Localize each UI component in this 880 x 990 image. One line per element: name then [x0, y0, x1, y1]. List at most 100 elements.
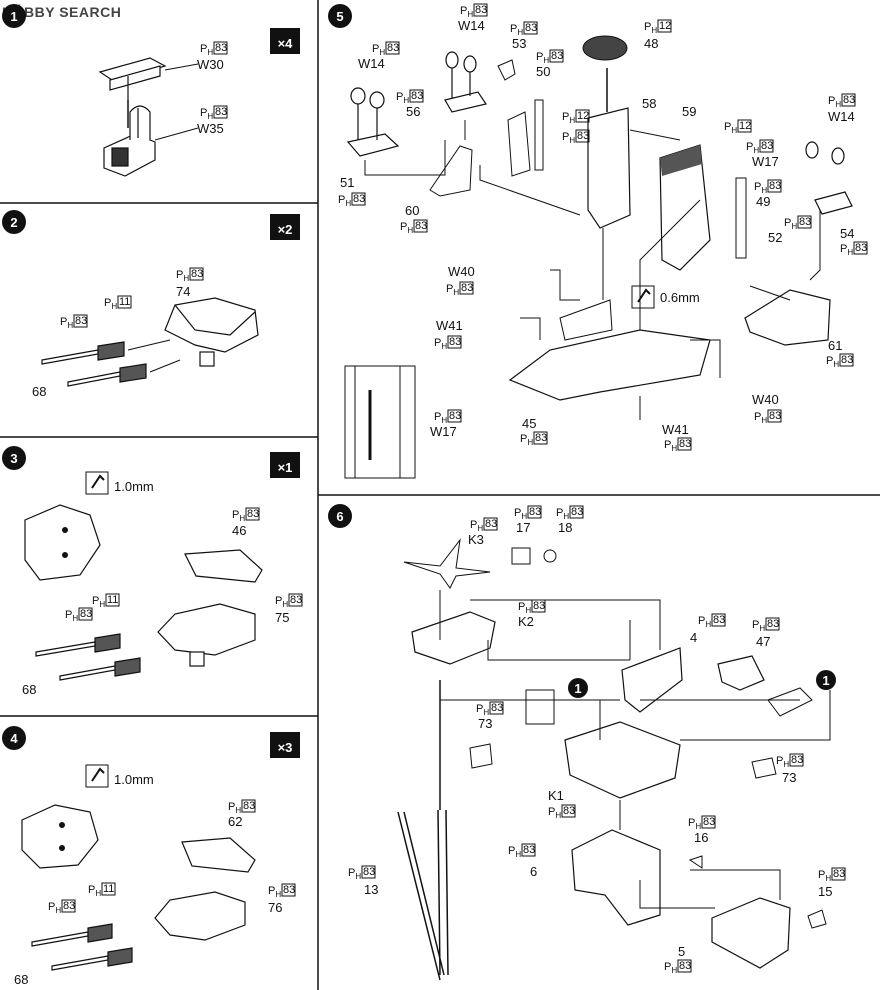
svg-text:PH: PH	[92, 595, 105, 609]
step-3-panel: 3 ×1 1.0mm PH 83 46 PH 83 75 PH 83 PH 11…	[2, 446, 303, 697]
svg-text:73: 73	[478, 716, 492, 731]
part-label: W30	[197, 57, 224, 72]
svg-text:52: 52	[768, 230, 782, 245]
hobby-search-watermark: HÓBBY SEARCH	[2, 4, 122, 20]
svg-text:K3: K3	[468, 532, 484, 547]
radar-k3-part	[403, 538, 491, 589]
step-4-panel: 4 ×3 1.0mm PH 83 62 PH 83 76 PH 83 PH 11…	[2, 726, 300, 987]
drill-size: 1.0mm	[114, 772, 154, 787]
svg-text:PH: PH	[840, 243, 853, 257]
drill-size: 0.6mm	[660, 290, 700, 305]
svg-text:83: 83	[791, 754, 803, 766]
svg-text:47: 47	[756, 634, 770, 649]
svg-text:13: 13	[364, 882, 378, 897]
multiplier: ×1	[278, 460, 293, 475]
svg-text:PH: PH	[200, 43, 213, 57]
svg-text:83: 83	[485, 518, 497, 530]
svg-text:PH: PH	[460, 5, 473, 19]
part-15	[807, 909, 827, 929]
multiplier-badge	[270, 28, 300, 54]
svg-text:17: 17	[516, 520, 530, 535]
svg-text:75: 75	[275, 610, 289, 625]
svg-text:12: 12	[659, 20, 671, 32]
part-48	[582, 35, 628, 61]
svg-text:4: 4	[690, 630, 697, 645]
svg-text:68: 68	[14, 972, 28, 987]
part-label: W35	[197, 121, 224, 136]
platform-62-part	[181, 837, 256, 873]
svg-text:48: 48	[644, 36, 658, 51]
svg-text:PH: PH	[776, 755, 789, 769]
svg-text:74: 74	[176, 284, 190, 299]
mast-60-part	[429, 145, 473, 197]
svg-text:PH: PH	[724, 121, 737, 135]
svg-text:PH: PH	[228, 801, 241, 815]
svg-text:W41: W41	[436, 318, 463, 333]
svg-text:83: 83	[475, 4, 487, 16]
svg-text:83: 83	[191, 268, 203, 280]
searchlight-base-part	[346, 87, 400, 157]
step-number: 5	[336, 9, 343, 24]
svg-text:83: 83	[679, 960, 691, 972]
svg-text:PH: PH	[60, 316, 73, 330]
svg-text:PH: PH	[470, 519, 483, 533]
svg-text:83: 83	[63, 900, 75, 912]
svg-text:16: 16	[694, 830, 708, 845]
drill-icon	[85, 764, 109, 788]
svg-text:83: 83	[461, 282, 473, 294]
svg-text:53: 53	[512, 36, 526, 51]
svg-text:83: 83	[491, 702, 503, 714]
svg-text:PH: PH	[268, 885, 281, 899]
svg-text:83: 83	[247, 508, 259, 520]
svg-text:11: 11	[119, 296, 130, 308]
step-2-panel: 2 ×2 PH 83 74 PH 83 PH 11 68	[2, 210, 300, 399]
svg-text:83: 83	[855, 242, 867, 254]
svg-text:W40: W40	[752, 392, 779, 407]
svg-text:83: 83	[703, 816, 715, 828]
svg-text:W41: W41	[662, 422, 689, 437]
svg-text:68: 68	[22, 682, 36, 697]
svg-text:PH: PH	[510, 23, 523, 37]
svg-text:60: 60	[405, 203, 419, 218]
multiplier: ×4	[278, 36, 294, 51]
drill-icon	[85, 471, 109, 495]
turret-76-part	[154, 891, 246, 941]
svg-text:83: 83	[571, 506, 583, 518]
funnel-59-part	[659, 144, 711, 271]
svg-text:76: 76	[268, 900, 282, 915]
platform-46-part	[184, 549, 263, 583]
svg-text:PH: PH	[828, 95, 841, 109]
svg-text:83: 83	[767, 618, 779, 630]
svg-text:83: 83	[843, 94, 855, 106]
svg-text:PH: PH	[562, 131, 575, 145]
turret-75-part	[157, 603, 256, 667]
svg-text:PH: PH	[548, 806, 561, 820]
svg-text:83: 83	[353, 193, 365, 205]
svg-text:51: 51	[340, 175, 354, 190]
drill-size: 1.0mm	[114, 479, 154, 494]
svg-text:54: 54	[840, 226, 854, 241]
searchlight-56-part	[444, 51, 487, 113]
svg-text:18: 18	[558, 520, 572, 535]
step-number: 4	[10, 731, 18, 746]
svg-text:PH: PH	[818, 869, 831, 883]
svg-text:83: 83	[533, 600, 545, 612]
svg-text:PH: PH	[518, 601, 531, 615]
svg-text:PH: PH	[754, 181, 767, 195]
turret-base-plate	[21, 804, 99, 869]
multiplier: ×2	[278, 222, 293, 237]
svg-text:PH: PH	[88, 884, 101, 898]
svg-text:11: 11	[107, 594, 118, 606]
svg-text:PH: PH	[826, 355, 839, 369]
svg-text:62: 62	[228, 814, 242, 829]
svg-text:PH: PH	[400, 221, 413, 235]
svg-text:58: 58	[642, 96, 656, 111]
svg-text:46: 46	[232, 523, 246, 538]
svg-text:83: 83	[75, 315, 87, 327]
svg-text:PH: PH	[232, 509, 245, 523]
svg-text:11: 11	[103, 883, 114, 895]
turret-73-part	[751, 757, 777, 779]
